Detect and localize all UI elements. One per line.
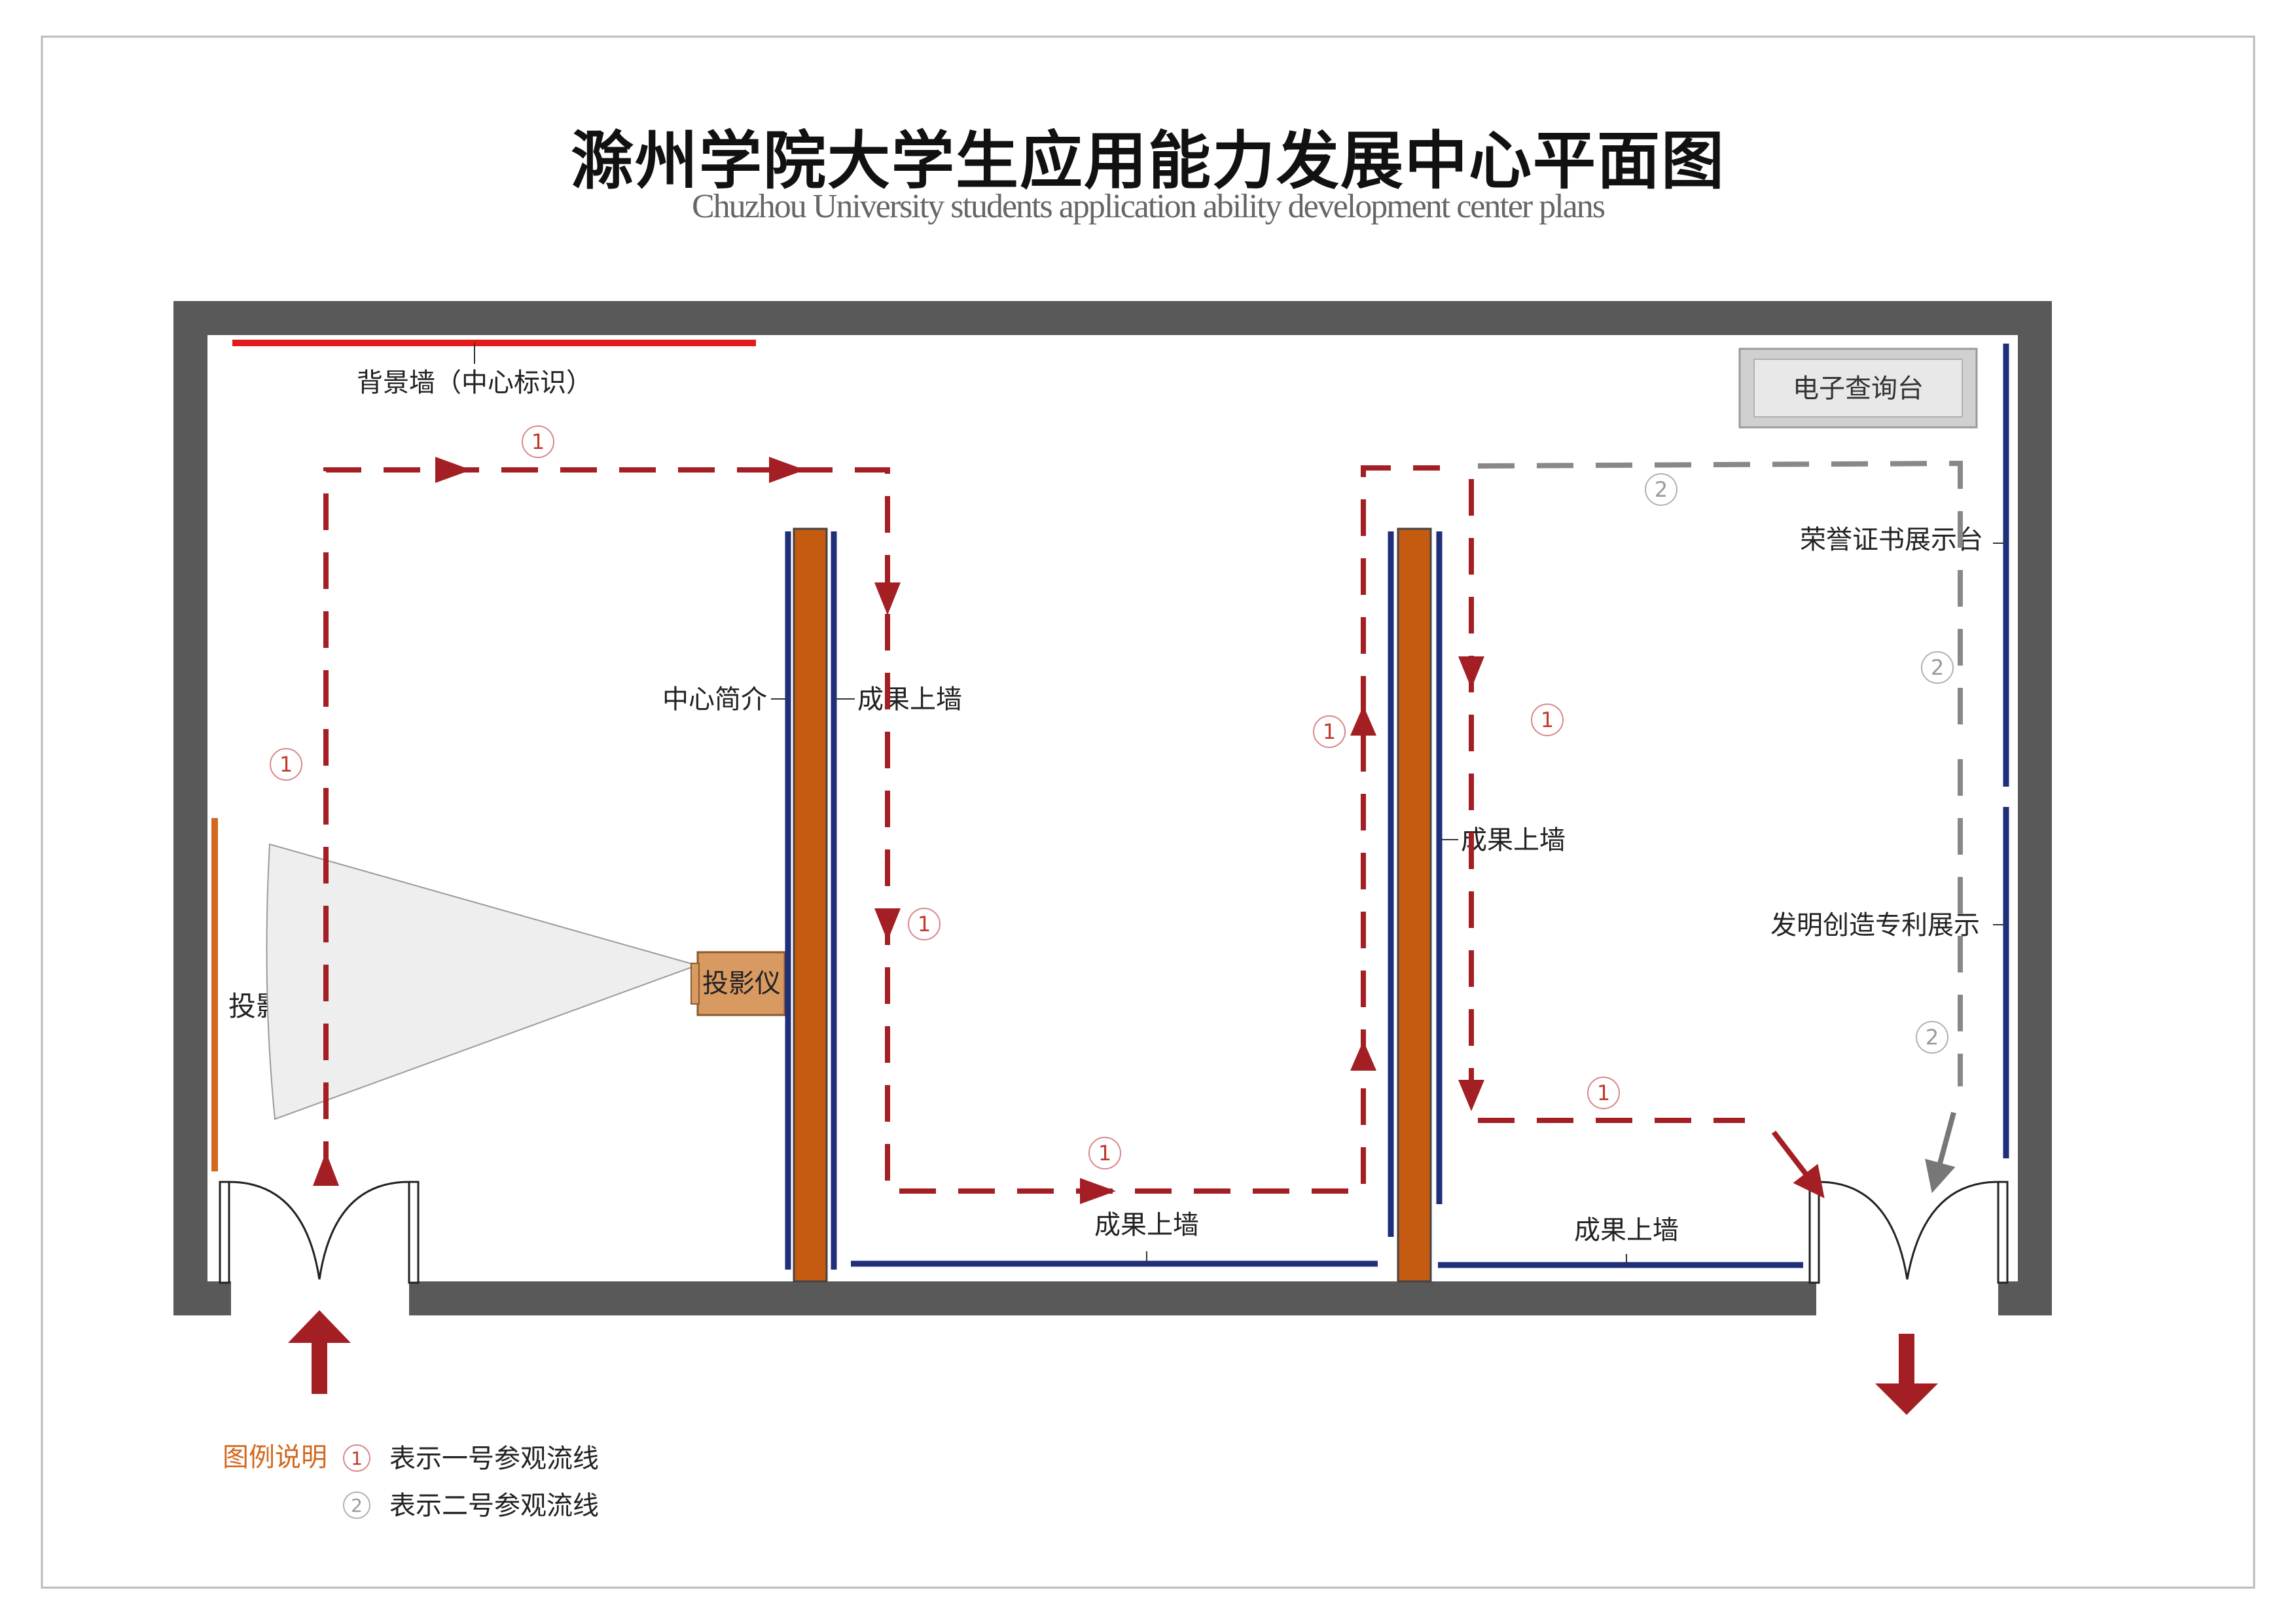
route-1-marker-text: 1 xyxy=(1323,719,1336,744)
patent-display-label: 发明创造专利展示 xyxy=(1770,910,1980,940)
center-intro-label: 中心简介 xyxy=(662,685,767,715)
route-1-marker xyxy=(270,425,1620,1169)
kiosk-label: 电子查询台 xyxy=(1793,374,1924,404)
exit-door[interactable] xyxy=(1808,1181,2009,1284)
background-wall-label: 背景墙（中心标识） xyxy=(357,368,592,398)
exit-arrow xyxy=(1875,1334,1938,1415)
route-markers: 1 1 1 1 1 1 1 2 2 2 xyxy=(270,425,1954,1169)
route-1-path xyxy=(323,465,1745,1194)
page-title: 滁州学院大学生应用能力发展中心平面图 xyxy=(571,124,1725,198)
results-wall-2-label: 成果上墙 xyxy=(1461,825,1566,855)
route-1-marker-text: 1 xyxy=(531,429,545,454)
route-1-marker-text: 1 xyxy=(279,752,293,777)
route-2-marker-text: 2 xyxy=(1655,477,1668,502)
route-1-marker-text: 1 xyxy=(918,912,931,936)
legend-route-1-marker xyxy=(343,1444,370,1472)
route-2-marker xyxy=(1645,473,1954,1054)
entrance-arrow xyxy=(288,1310,351,1394)
kiosk-inner xyxy=(1753,359,1963,418)
legend-route-1-text: 表示一号参观流线 xyxy=(389,1444,599,1474)
results-wall-3-label: 成果上墙 xyxy=(1094,1210,1199,1240)
results-wall-1-label: 成果上墙 xyxy=(857,685,962,715)
projector-label: 投影仪 xyxy=(702,969,781,999)
page-border xyxy=(41,35,2255,1589)
legend: 图例说明 1 表示一号参观流线 2 表示二号参观流线 xyxy=(223,1442,599,1521)
route-1-marker-text: 1 xyxy=(1541,707,1554,732)
legend-title: 图例说明 xyxy=(223,1442,327,1472)
route-2-exit-segment xyxy=(1925,1111,1956,1194)
route-2-marker-text: 2 xyxy=(1926,1025,1939,1050)
route-2-marker-text: 2 xyxy=(1931,655,1944,680)
partition-left xyxy=(793,527,828,1283)
route-1-exit-segment xyxy=(1771,1130,1825,1199)
projector-body xyxy=(696,951,786,1016)
legend-route-2-marker xyxy=(343,1491,370,1519)
partition-right xyxy=(1397,527,1432,1283)
route-1-marker-text: 1 xyxy=(1597,1080,1610,1105)
projector-lens xyxy=(691,963,700,1005)
page-subtitle: Chuzhou University students application … xyxy=(692,188,1605,225)
projection-cone xyxy=(266,843,700,1120)
honor-display-label: 荣誉证书展示台 xyxy=(1800,525,1983,555)
entrance-door[interactable] xyxy=(219,1181,420,1284)
legend-route-2-marker-text: 2 xyxy=(351,1495,363,1516)
results-wall-4-label: 成果上墙 xyxy=(1574,1215,1679,1245)
legend-route-1-marker-text: 1 xyxy=(351,1448,363,1469)
route-1-arrows xyxy=(313,457,1484,1204)
outer-walls xyxy=(173,301,2052,1315)
route-1-marker-text: 1 xyxy=(1098,1141,1111,1166)
route-2-path xyxy=(1477,460,1963,1086)
legend-route-2-text: 表示二号参观流线 xyxy=(389,1491,599,1521)
